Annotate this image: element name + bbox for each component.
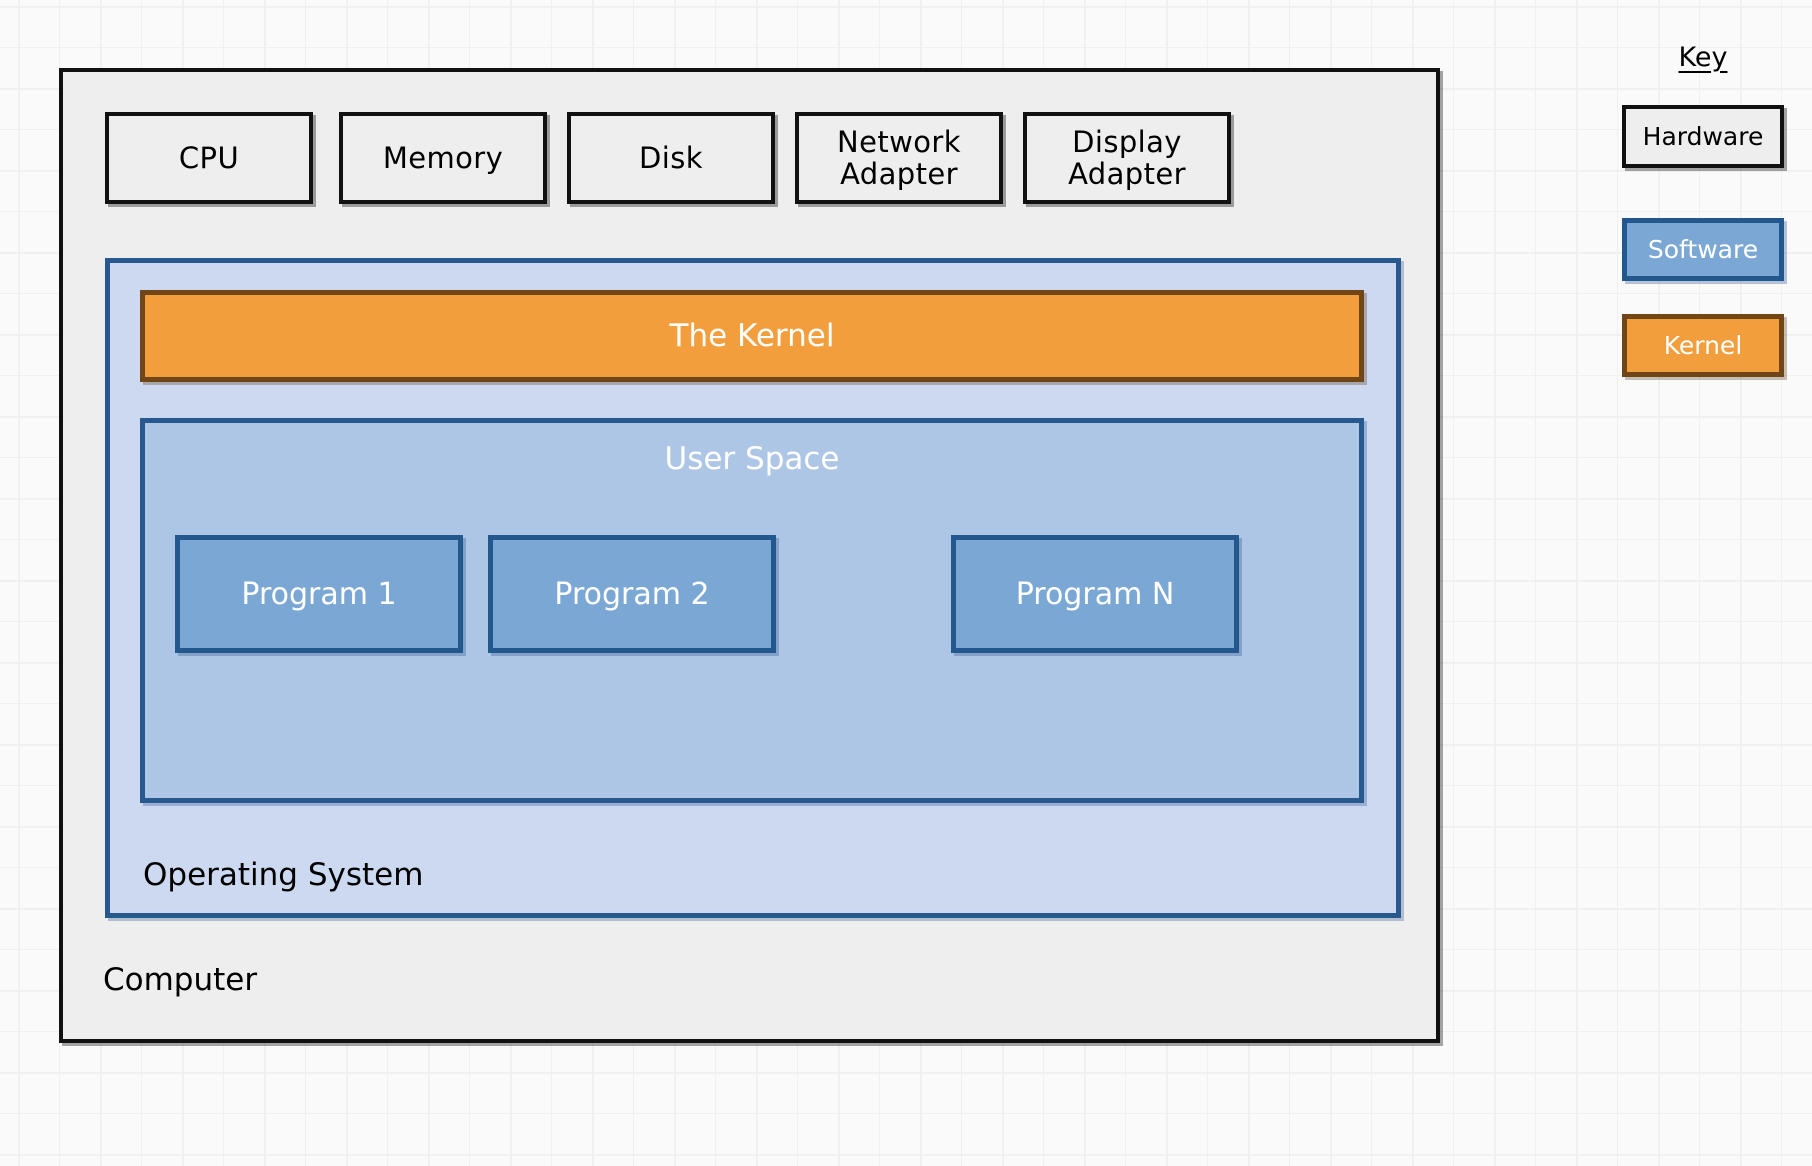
- program-box-2-label: Program 2: [554, 576, 710, 612]
- hardware-box-memory-label: Memory: [382, 140, 504, 175]
- program-box-1[interactable]: Program 1: [175, 535, 463, 653]
- program-box-2[interactable]: Program 2: [488, 535, 776, 653]
- user-space-label: User Space: [664, 441, 840, 477]
- operating-system-label: Operating System: [143, 857, 424, 893]
- computer-label: Computer: [103, 962, 258, 998]
- key-swatch-kernel-label: Kernel: [1663, 331, 1743, 360]
- hardware-box-disk-label: Disk: [639, 140, 703, 175]
- kernel-box[interactable]: The Kernel: [140, 290, 1364, 382]
- key-swatch-software-label: Software: [1647, 235, 1759, 264]
- key-title: Key: [1678, 42, 1728, 73]
- kernel-box-label: The Kernel: [669, 318, 835, 354]
- key-swatch-hardware: Hardware: [1622, 105, 1784, 168]
- key-swatch-kernel: Kernel: [1622, 314, 1784, 377]
- hardware-box-memory[interactable]: Memory: [339, 112, 547, 204]
- program-box-n-label: Program N: [1015, 576, 1175, 612]
- key-swatch-hardware-label: Hardware: [1642, 122, 1764, 151]
- hardware-box-cpu-label: CPU: [178, 140, 240, 175]
- program-box-n[interactable]: Program N: [951, 535, 1239, 653]
- hardware-box-cpu[interactable]: CPU: [105, 112, 313, 204]
- user-space-box: User Space Program 1 Program 2 ...etc...…: [140, 418, 1364, 803]
- key-swatch-software: Software: [1622, 218, 1784, 281]
- program-box-1-label: Program 1: [241, 576, 397, 612]
- hardware-box-disk[interactable]: Disk: [567, 112, 775, 204]
